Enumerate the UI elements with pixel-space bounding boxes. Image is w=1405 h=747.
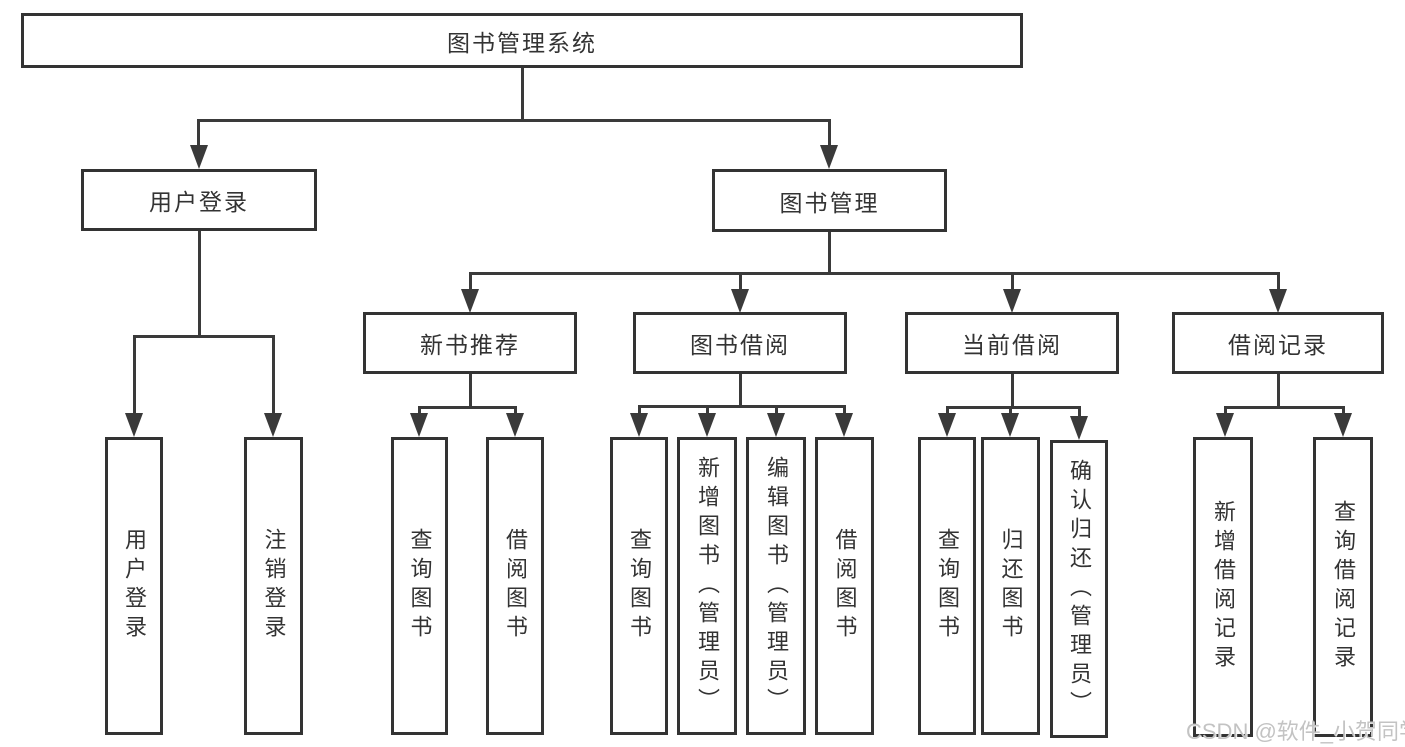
- connector-line: [828, 232, 831, 275]
- arrowhead-down-icon: [1216, 413, 1234, 437]
- node-current-borrowing: 当前借阅: [905, 312, 1119, 374]
- connector-line: [1011, 272, 1014, 292]
- connector-line: [469, 272, 472, 292]
- node-library-management-system: 图书管理系统: [21, 13, 1023, 68]
- node-book-borrowing: 图书借阅: [633, 312, 847, 374]
- connector-line: [197, 119, 200, 149]
- connector-line: [843, 405, 846, 417]
- connector-line: [946, 406, 1081, 409]
- connector-line: [706, 405, 709, 417]
- leaf-return-books: 归还图书: [981, 437, 1040, 735]
- arrowhead-down-icon: [820, 145, 838, 169]
- arrowhead-down-icon: [264, 413, 282, 437]
- arrowhead-down-icon: [767, 413, 785, 437]
- connector-line: [133, 335, 275, 338]
- arrowhead-down-icon: [1334, 413, 1352, 437]
- arrowhead-down-icon: [1269, 289, 1287, 313]
- arrowhead-down-icon: [938, 413, 956, 437]
- leaf-borrow-books: 借阅图书: [486, 437, 544, 735]
- connector-line: [739, 374, 742, 407]
- leaf-add-books-admin: 新增图书（管理员）: [677, 437, 737, 735]
- connector-line: [775, 405, 778, 417]
- arrowhead-down-icon: [410, 413, 428, 437]
- arrowhead-down-icon: [1003, 289, 1021, 313]
- connector-line: [1224, 406, 1345, 409]
- connector-line: [828, 119, 831, 149]
- connector-line: [1009, 406, 1012, 417]
- leaf-borrow-books: 借阅图书: [815, 437, 874, 735]
- connector-line: [133, 335, 136, 417]
- arrowhead-down-icon: [630, 413, 648, 437]
- connector-line: [1078, 406, 1081, 419]
- arrowhead-down-icon: [461, 289, 479, 313]
- connector-line: [1224, 406, 1227, 417]
- connector-line: [1011, 374, 1014, 408]
- connector-line: [1277, 272, 1280, 292]
- arrowhead-down-icon: [1001, 413, 1019, 437]
- connector-line: [469, 272, 1279, 275]
- arrowhead-down-icon: [1070, 416, 1088, 440]
- arrowhead-down-icon: [731, 289, 749, 313]
- arrowhead-down-icon: [698, 413, 716, 437]
- connector-line: [418, 406, 517, 409]
- leaf-logout: 注销登录: [244, 437, 303, 735]
- node-new-book-recommendation: 新书推荐: [363, 312, 577, 374]
- arrowhead-down-icon: [125, 413, 143, 437]
- connector-line: [198, 231, 201, 337]
- leaf-confirm-return-admin: 确认归还（管理员）: [1050, 440, 1108, 738]
- csdn-watermark: CSDN @软件_小贺同学: [1186, 719, 1405, 744]
- connector-line: [521, 68, 524, 122]
- node-user-login: 用户登录: [81, 169, 317, 231]
- connector-line: [272, 335, 275, 417]
- arrowhead-down-icon: [506, 413, 524, 437]
- node-book-management: 图书管理: [712, 169, 947, 232]
- leaf-query-books: 查询图书: [918, 437, 976, 735]
- connector-line: [1277, 374, 1280, 408]
- connector-line: [197, 119, 831, 122]
- arrowhead-down-icon: [835, 413, 853, 437]
- connector-line: [418, 406, 421, 417]
- leaf-add-borrow-record: 新增借阅记录: [1193, 437, 1253, 737]
- connector-line: [469, 374, 472, 408]
- connector-line: [514, 406, 517, 417]
- leaf-query-borrow-record: 查询借阅记录: [1313, 437, 1373, 737]
- node-borrowing-records: 借阅记录: [1172, 312, 1384, 374]
- connector-line: [638, 405, 641, 417]
- arrowhead-down-icon: [190, 145, 208, 169]
- leaf-query-books: 查询图书: [610, 437, 668, 735]
- leaf-user-login: 用户登录: [105, 437, 163, 735]
- connector-line: [946, 406, 949, 417]
- leaf-edit-books-admin: 编辑图书（管理员）: [746, 437, 806, 735]
- leaf-query-books: 查询图书: [391, 437, 448, 735]
- connector-line: [638, 405, 846, 408]
- connector-line: [1342, 406, 1345, 417]
- connector-line: [739, 272, 742, 292]
